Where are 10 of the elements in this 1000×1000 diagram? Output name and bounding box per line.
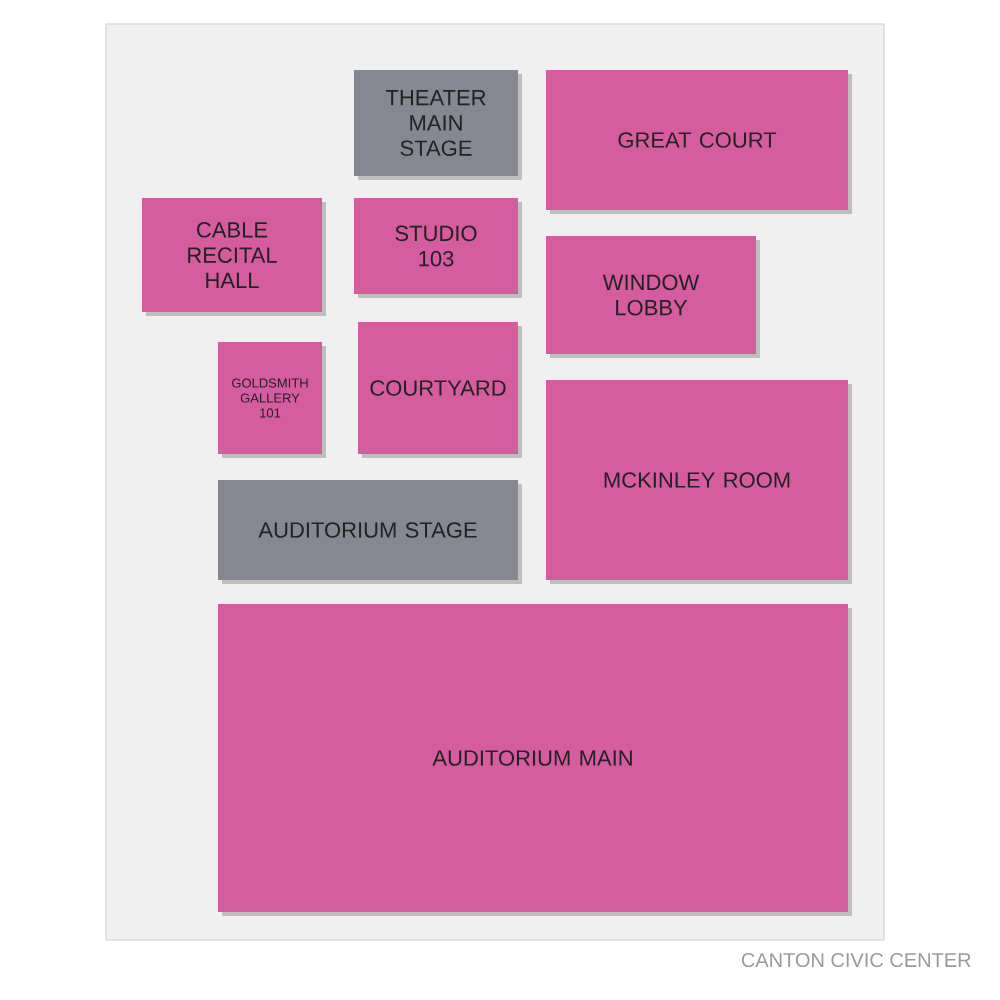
room-box: MCKINLEY ROOM xyxy=(546,380,852,584)
room-box: COURTYARD xyxy=(358,322,522,458)
room-box: AUDITORIUM MAIN xyxy=(218,604,852,916)
room-box: STUDIO 103 xyxy=(354,198,522,298)
room-box: GREAT COURT xyxy=(546,70,852,214)
room-box: WINDOW LOBBY xyxy=(546,236,760,358)
room-box: THEATER MAIN STAGE xyxy=(354,70,522,180)
room-box: CABLE RECITAL HALL xyxy=(142,198,326,316)
room-box: AUDITORIUM STAGE xyxy=(218,480,522,584)
venue-name: CANTON CIVIC CENTER xyxy=(741,952,971,968)
